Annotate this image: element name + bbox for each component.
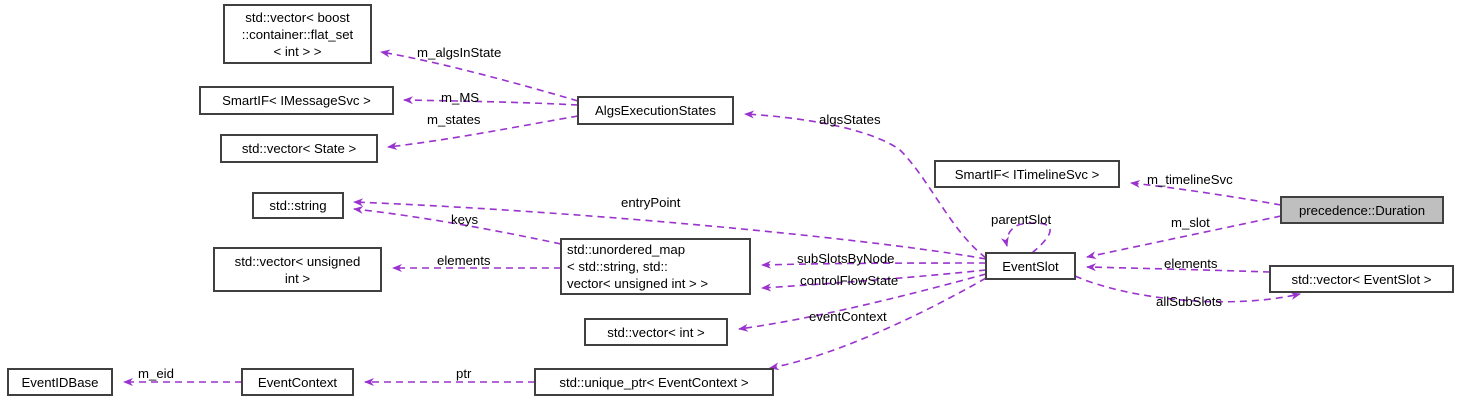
node-vec_uint[interactable]: std::vector< unsigned int > xyxy=(213,247,382,292)
edge-e_states xyxy=(387,115,579,150)
edge-label-e_timelinesvc: m_timelineSvc xyxy=(1147,172,1233,187)
edge-label-e_parentslot: parentSlot xyxy=(991,212,1052,227)
edge-label-e_subslotsbynode: subSlotsByNode xyxy=(797,251,895,266)
edge-label-e_ms: m_MS xyxy=(441,90,480,105)
node-unique_ptr_ec[interactable]: std::unique_ptr< EventContext > xyxy=(534,368,774,396)
node-vec_int[interactable]: std::vector< int > xyxy=(584,318,728,346)
node-precedence_dur[interactable]: precedence::Duration xyxy=(1280,196,1444,224)
edge-label-e_algsstates: algsStates xyxy=(819,112,881,127)
node-vec_state[interactable]: std::vector< State > xyxy=(220,134,378,163)
node-eventslot[interactable]: EventSlot xyxy=(985,252,1076,280)
edge-label-e_elements_map: elements xyxy=(437,253,491,268)
edge-e_ms xyxy=(403,96,579,106)
node-std_string[interactable]: std::string xyxy=(252,192,344,219)
edge-label-e_states: m_states xyxy=(427,112,481,127)
node-smartif_timeline[interactable]: SmartIF< ITimelineSvc > xyxy=(934,160,1120,188)
edge-label-e_ptr: ptr xyxy=(456,366,472,381)
node-algsexecstates[interactable]: AlgsExecutionStates xyxy=(577,96,734,125)
edge-label-e_algsinstate: m_algsInState xyxy=(417,45,502,60)
edge-label-e_controlflow: controlFlowState xyxy=(800,273,899,288)
edge-label-e_eventcontext: eventContext xyxy=(809,309,887,324)
node-unordered_map[interactable]: std::unordered_map < std::string, std:: … xyxy=(560,238,751,295)
node-vec_flatset[interactable]: std::vector< boost ::container::flat_set… xyxy=(223,4,372,64)
node-eventcontext[interactable]: EventContext xyxy=(241,368,354,396)
node-eventidbase[interactable]: EventIDBase xyxy=(7,368,113,396)
node-smartif_msgsvc[interactable]: SmartIF< IMessageSvc > xyxy=(199,86,394,115)
edge-label-e_keys: keys xyxy=(451,212,479,227)
edge-label-e_meid: m_eid xyxy=(138,366,174,381)
edge-label-e_allsubslots: allSubSlots xyxy=(1156,294,1222,309)
edge-label-e_entrypoint: entryPoint xyxy=(621,195,681,210)
edge-e_parentslot xyxy=(1000,222,1051,254)
node-vec_eventslot[interactable]: std::vector< EventSlot > xyxy=(1269,265,1454,293)
edge-label-e_slot: m_slot xyxy=(1171,215,1210,230)
edge-label-e_elements_slot: elements xyxy=(1164,256,1218,271)
